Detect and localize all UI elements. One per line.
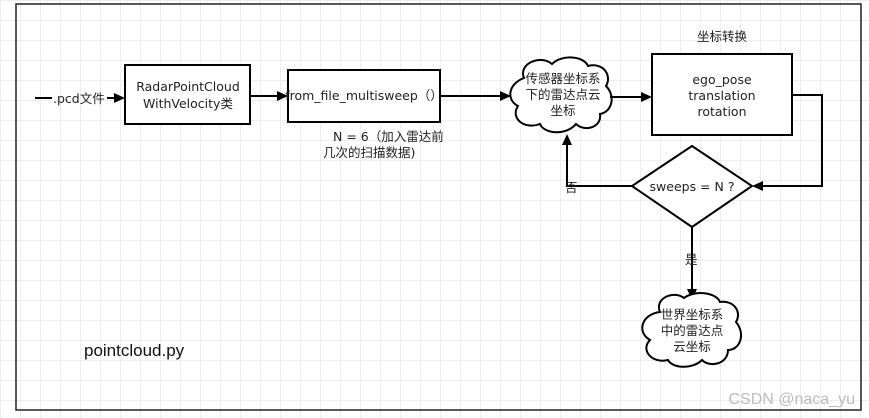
world-frame-cloud: 世界坐标系 中的雷达点 云坐标 (641, 292, 743, 368)
arrowhead-method-to-sensor-cloud (500, 91, 511, 101)
method-box-label: from_file_multisweep（） (285, 88, 443, 103)
class-box-line-1: RadarPointCloud (136, 79, 240, 94)
transform-box (651, 53, 793, 136)
transform-title: 坐标转换 (697, 29, 748, 44)
world-cloud-line-3: 云坐标 (673, 339, 711, 354)
transform-node: ego_pose translation rotation (651, 53, 793, 136)
transform-line-1: ego_pose (692, 72, 752, 87)
decision-node: sweeps = N ? (630, 144, 754, 229)
edge-transform-to-decision (763, 94, 823, 187)
transform-line-3: rotation (697, 104, 746, 119)
input-label: .pcd文件 (53, 91, 105, 106)
note-line-2: 几次的扫描数据) (323, 145, 415, 160)
edge-decision-no-to-sensor-cloud (566, 145, 632, 187)
arrowhead-class-to-method (277, 91, 288, 101)
sensor-frame-cloud: 传感器坐标系 下的雷达点云 坐标 (509, 56, 613, 134)
outer-frame (15, 3, 862, 411)
class-box-line-2: WithVelocity类 (143, 96, 233, 111)
sensor-cloud-line-1: 传感器坐标系 (525, 71, 600, 86)
transform-line-2: translation (688, 88, 755, 103)
arrowhead-transform-to-decision (752, 181, 763, 191)
file-label: pointcloud.py (84, 341, 185, 360)
no-label: 否 (565, 180, 578, 195)
world-cloud-line-2: 中的雷达点 (661, 323, 724, 338)
sensor-cloud-shape (509, 56, 613, 134)
world-cloud-shape (641, 292, 743, 368)
method-node: from_file_multisweep（） (285, 69, 443, 123)
method-box (287, 69, 441, 123)
input-node: .pcd文件 (35, 91, 105, 106)
decision-label: sweeps = N ? (650, 179, 735, 194)
note-line-1: N = 6（加入雷达前 (333, 129, 444, 144)
watermark: CSDN @naca_yu (728, 391, 855, 408)
class-box (124, 64, 251, 125)
world-cloud-line-1: 世界坐标系 (661, 307, 724, 322)
sensor-cloud-line-3: 坐标 (550, 103, 575, 118)
arrowhead-sensor-cloud-to-transform (641, 92, 652, 102)
sensor-cloud-line-2: 下的雷达点云 (525, 87, 600, 102)
arrowhead-input-to-class (114, 93, 125, 103)
arrowhead-decision-no (562, 134, 572, 145)
yes-label: 是 (685, 252, 698, 267)
class-node: RadarPointCloud WithVelocity类 (124, 64, 251, 125)
